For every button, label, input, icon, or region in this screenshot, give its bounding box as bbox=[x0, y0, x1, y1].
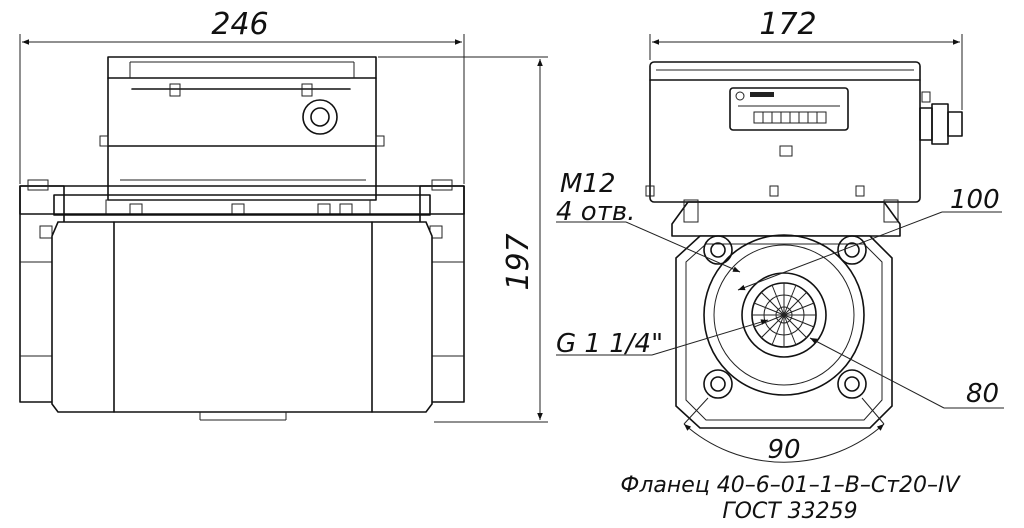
nameplate bbox=[729, 87, 849, 131]
front-width-label: 246 bbox=[211, 7, 268, 42]
inner-square-label: 80 bbox=[966, 379, 999, 409]
caption-line-1: Фланец 40–6–01–1–В–Ст20–IV bbox=[620, 473, 961, 498]
side-view bbox=[645, 61, 963, 429]
pipe-thread-label: G 1 1/4" bbox=[556, 329, 663, 359]
caption-line-2: ГОСТ 33259 bbox=[722, 499, 857, 524]
bolt-holes bbox=[703, 235, 867, 399]
side-cable-gland-icon bbox=[919, 107, 933, 141]
flow-straightener-icon bbox=[752, 283, 816, 347]
bolt-circle-label: 100 bbox=[950, 185, 1000, 215]
side-meter-box bbox=[649, 61, 921, 203]
front-view bbox=[19, 56, 465, 421]
front-height-label: 197 bbox=[501, 233, 536, 290]
side-dimensions bbox=[556, 34, 1004, 463]
holes-label: 4 отв. bbox=[556, 197, 635, 227]
front-body bbox=[51, 221, 433, 413]
side-width-label: 172 bbox=[759, 7, 816, 42]
front-dimensions bbox=[19, 34, 548, 423]
angle-span-label: 90 bbox=[767, 435, 800, 465]
thread-label: M12 bbox=[560, 169, 616, 199]
cable-gland-icon bbox=[302, 99, 338, 135]
flange-face bbox=[703, 234, 865, 396]
